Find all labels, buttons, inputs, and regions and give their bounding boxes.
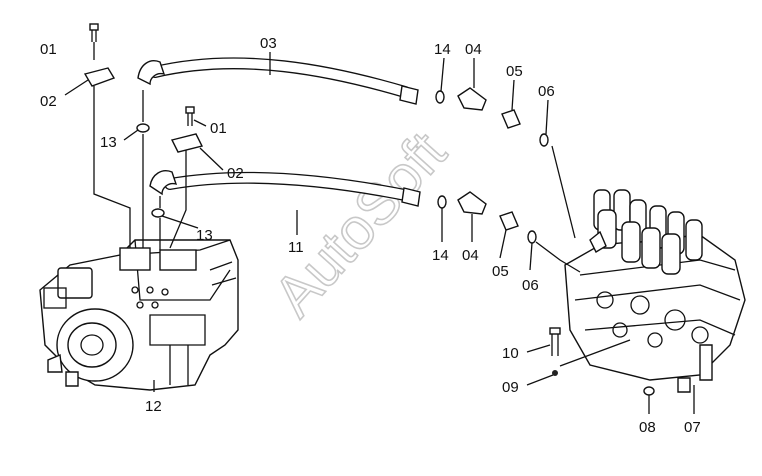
callout-11: 11 [288,239,304,256]
callout-04: 04 [462,247,479,264]
flange-clamp-02-lower [170,133,204,153]
o-ring-13-upper [136,123,150,133]
callout-14: 14 [434,41,451,58]
callout-03: 03 [260,35,277,52]
callout-13: 13 [196,227,213,244]
callout-02: 02 [227,165,244,182]
callout-09: 09 [502,379,519,396]
callout-08: 08 [639,419,656,436]
nut-08 [643,386,655,396]
leader-lines [64,42,695,414]
callout-14: 14 [432,247,449,264]
callout-06: 06 [538,83,555,100]
o-ring-14-upper [435,90,445,104]
flange-clamp-02-upper [83,67,116,87]
callout-06: 06 [522,277,539,294]
watermark: AutoSoft [261,120,458,329]
callout-04: 04 [465,41,482,58]
o-ring-06-upper [539,133,549,147]
callout-10: 10 [502,345,519,362]
washer-09 [552,370,558,376]
o-ring-14-lower [437,195,447,209]
callout-02: 02 [40,93,57,110]
callout-05: 05 [492,263,509,280]
callouts: 01 02 03 14 04 05 06 13 01 02 13 11 14 0… [40,35,701,436]
callout-13: 13 [100,134,117,151]
o-ring-13-lower [151,208,165,218]
elbow-04-upper [457,87,487,111]
callout-07: 07 [684,419,701,436]
adapter-05-lower [499,211,519,231]
adapter-05-upper [501,109,521,129]
o-ring-06-lower [527,230,537,244]
hose-11 [149,170,421,207]
hydraulic-pump [39,239,239,391]
bolt-01-lower [185,106,195,126]
control-valve [564,189,746,393]
callout-01: 01 [210,120,227,137]
valve-spools [593,189,703,275]
callout-01: 01 [40,41,57,58]
callout-12: 12 [145,398,162,415]
callout-05: 05 [506,63,523,80]
bolt-01-upper [89,23,99,42]
bolt-10 [549,327,561,356]
hose-03 [137,57,419,105]
elbow-04-lower [457,191,487,215]
